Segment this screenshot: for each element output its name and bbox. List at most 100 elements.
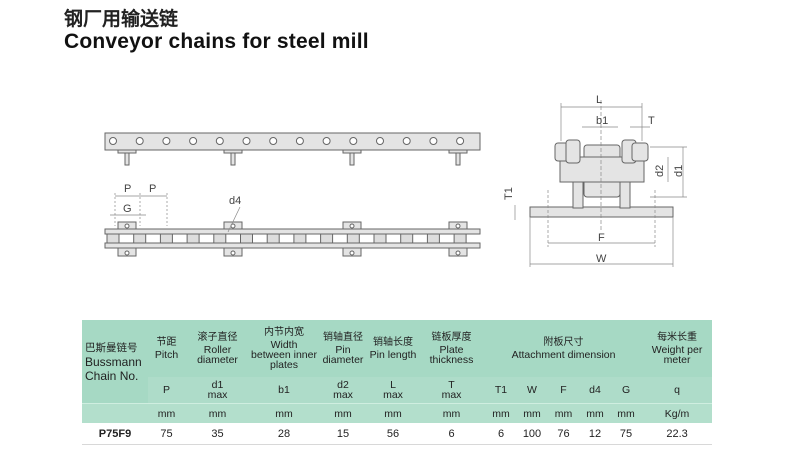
cell: 6 (418, 423, 485, 445)
attachment-hole (455, 223, 461, 229)
pin-circle (322, 137, 331, 145)
cell: 75 (148, 423, 185, 445)
title-english: Conveyor chains for steel mill (64, 30, 369, 53)
unit: Kg/m (642, 403, 713, 423)
cell: 100 (517, 423, 547, 445)
pin-circle (189, 137, 198, 145)
label-T1: T1 (503, 187, 515, 200)
roller (346, 233, 360, 244)
pin-circle (109, 137, 117, 145)
roller (453, 233, 467, 244)
cell: 15 (318, 423, 368, 445)
pin-circle (402, 137, 411, 145)
label-G: G (123, 203, 132, 215)
chain-side-drawing: P P G d4 (104, 132, 481, 257)
roller (133, 233, 147, 244)
cell: 6 (485, 423, 517, 445)
roller (159, 233, 173, 244)
label-P1: P (124, 183, 131, 195)
cell: 12 (580, 423, 610, 445)
unit: mm (610, 403, 643, 423)
roller (426, 233, 440, 244)
pin-circle (269, 137, 278, 145)
sym-d4: d4 (580, 377, 610, 404)
chain-no-cn: 巴斯曼链号 (85, 342, 138, 354)
pin-circle (162, 137, 171, 145)
roller (106, 233, 120, 244)
label-d1: d1 (673, 165, 685, 177)
roller (186, 233, 200, 244)
pin-circle (429, 137, 438, 145)
pin-circle (215, 137, 224, 145)
unit: mm (250, 403, 318, 423)
label-d2: d2 (654, 165, 666, 177)
attachment-bolt (455, 152, 461, 166)
sym-F: F (547, 377, 580, 404)
unit: mm (517, 403, 547, 423)
sym-b1: b1 (250, 377, 318, 404)
label-L: L (596, 94, 602, 106)
unit: mm (185, 403, 250, 423)
unit: mm (547, 403, 580, 423)
label-b1: b1 (596, 115, 608, 127)
chain-no-cell: P75F9 (82, 423, 148, 445)
unit: mm (318, 403, 368, 423)
sym-T1: T1 (485, 377, 517, 404)
sym-W: W (517, 377, 547, 404)
table-row: P75F9 75 35 28 15 56 6 6 100 76 12 75 22… (82, 423, 713, 445)
unit: mm (580, 403, 610, 423)
roller (293, 233, 307, 244)
cell: 22.3 (642, 423, 713, 445)
cell: 75 (610, 423, 643, 445)
attachment-hole (124, 223, 130, 229)
pin-circle (242, 137, 251, 145)
pin-circle (349, 137, 358, 145)
attachment-hole (455, 250, 461, 256)
chain-end-drawing: L b1 T d2 d1 T1 F W (503, 94, 687, 267)
attachment-bolt (230, 152, 236, 166)
label-P2: P (149, 183, 156, 195)
title-chinese: 钢厂用输送链 (64, 8, 179, 30)
cell: 76 (547, 423, 580, 445)
roller (240, 233, 253, 244)
chain-bottom-view (104, 221, 481, 257)
attachment-hole (124, 250, 130, 256)
pin-circle (456, 137, 465, 145)
attachment-bolt (349, 152, 355, 166)
attachment-hole (349, 250, 355, 256)
sym-G: G (610, 377, 643, 404)
header-row-units: mm mm mm mm mm mm mm mm mm mm mm Kg/m (82, 403, 713, 423)
cell: 28 (250, 423, 318, 445)
cell: 35 (185, 423, 250, 445)
label-W: W (596, 253, 607, 265)
unit: mm (368, 403, 418, 423)
pin-circle (135, 137, 144, 145)
pin-circle (295, 137, 304, 145)
unit: mm (485, 403, 517, 423)
unit: mm (418, 403, 485, 423)
chain-top-view (104, 132, 481, 166)
label-F: F (598, 232, 605, 244)
roller (320, 233, 334, 244)
chain-no-en1: Bussmann (85, 355, 142, 369)
label-d4: d4 (229, 195, 241, 207)
label-T: T (648, 115, 655, 127)
attachment-bolt (124, 152, 130, 166)
pin-circle (376, 137, 384, 145)
roller (400, 233, 414, 244)
roller (266, 233, 280, 244)
